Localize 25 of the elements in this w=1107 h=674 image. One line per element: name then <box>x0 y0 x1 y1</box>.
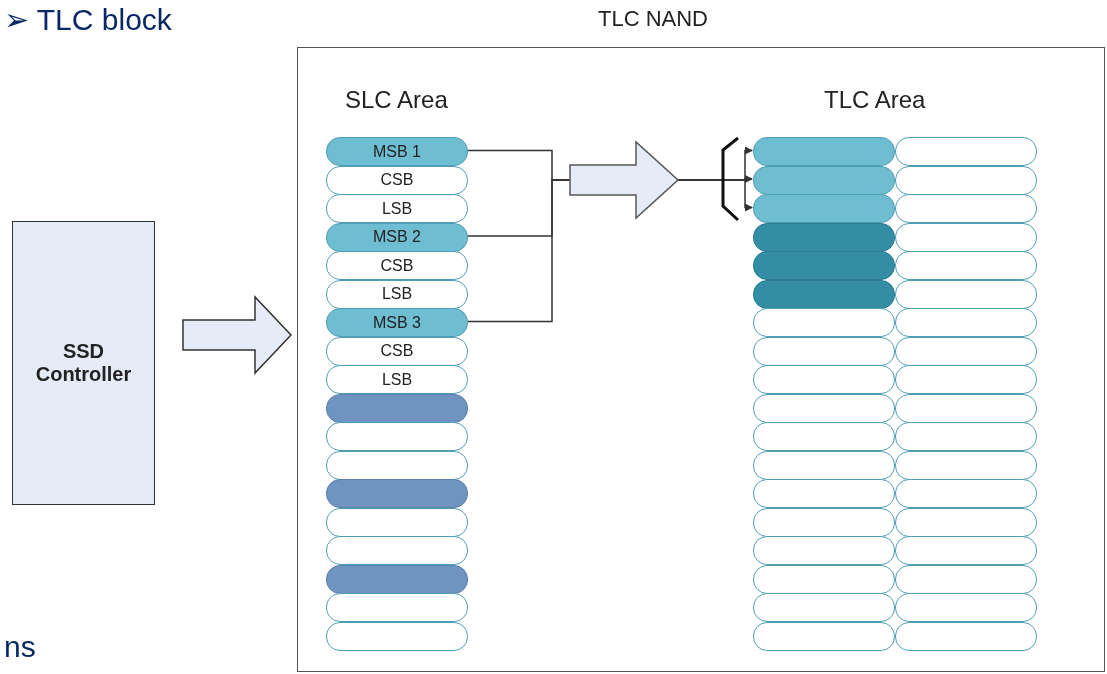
page-cell: MSB 3 <box>326 308 468 337</box>
empty-page-cell <box>326 450 468 480</box>
panel-title: TLC NAND <box>598 6 708 32</box>
block-arrow <box>182 295 293 375</box>
empty-page-cell <box>326 507 468 537</box>
page-cell: LSB <box>326 194 468 223</box>
text-fragment: ns <box>4 630 36 664</box>
area-heading: TLC Area <box>824 86 926 114</box>
empty-page-cell <box>326 422 468 451</box>
empty-page-cell <box>326 593 468 622</box>
page-cell: CSB <box>326 251 468 280</box>
empty-page-cell <box>326 621 468 651</box>
empty-page-cell <box>326 479 468 508</box>
page-cell: MSB 2 <box>326 222 468 252</box>
empty-page-cell <box>326 393 468 423</box>
heading-fragment: ➢ TLC block <box>4 2 172 37</box>
empty-page-cell <box>326 564 468 594</box>
page-cell: CSB <box>326 336 468 366</box>
page-cell: MSB 1 <box>326 137 468 166</box>
area-heading: SLC Area <box>345 86 448 114</box>
page-cell: LSB <box>326 365 468 394</box>
controller-box: SSD Controller <box>12 221 155 505</box>
page-cell: CSB <box>326 165 468 195</box>
page-cell: LSB <box>326 279 468 309</box>
empty-page-cell <box>326 536 468 565</box>
